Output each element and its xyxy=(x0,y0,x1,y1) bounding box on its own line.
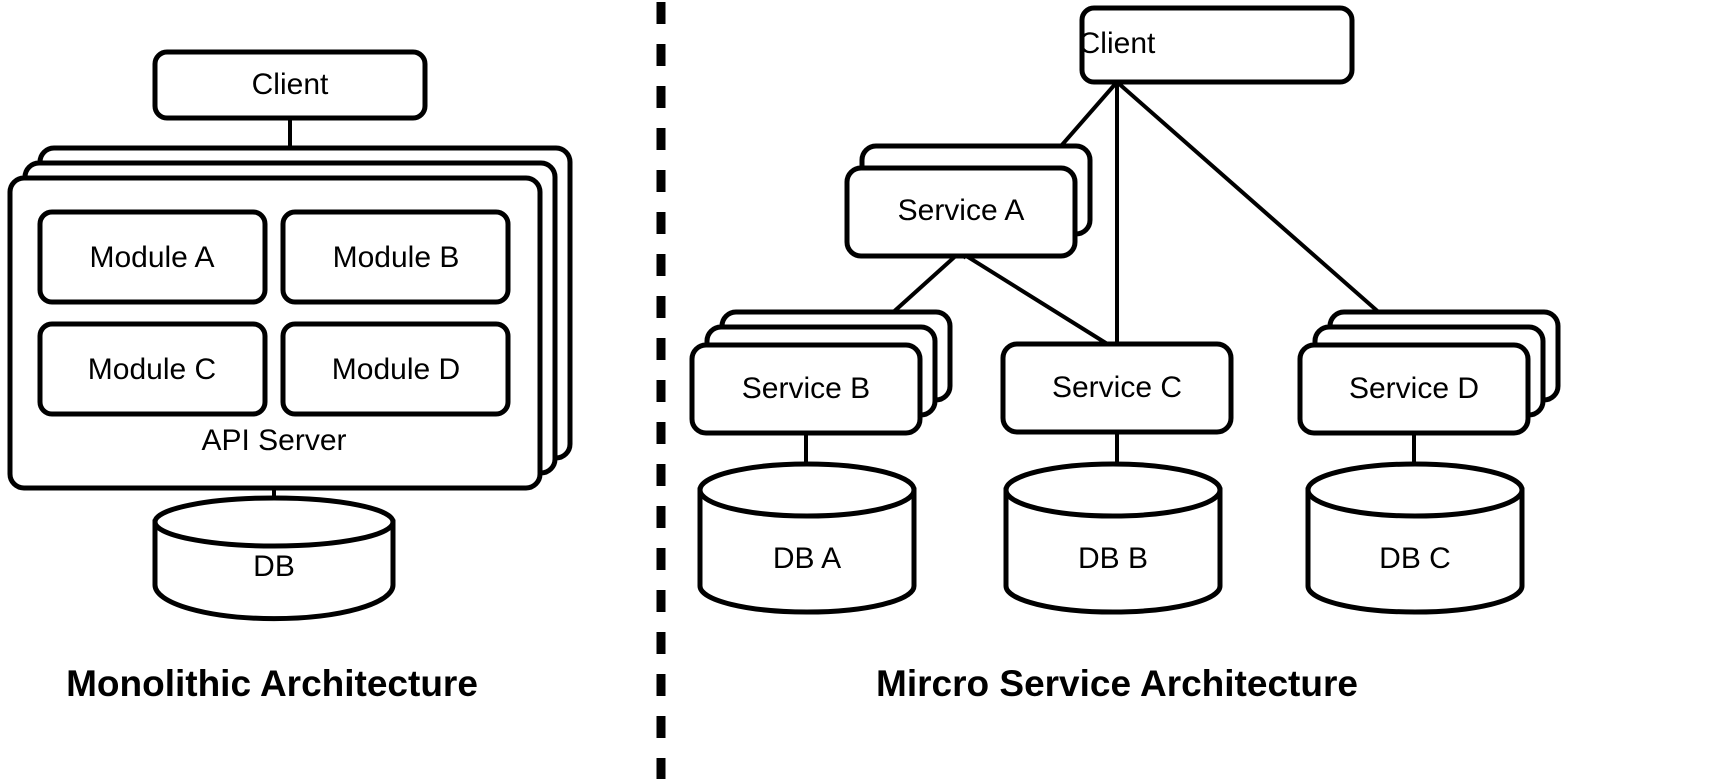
db-label-left: DB xyxy=(253,550,295,583)
db-cylinder-left[interactable] xyxy=(152,495,396,622)
client-label-right: Client xyxy=(1079,27,1156,60)
module-d-box[interactable] xyxy=(280,321,511,417)
service-d-label: Service D xyxy=(1349,372,1479,405)
db-c-label: DB C xyxy=(1379,542,1451,575)
caption-microservice: Mircro Service Architecture xyxy=(876,663,1358,704)
client-label-left: Client xyxy=(252,68,329,101)
db-b-cylinder[interactable] xyxy=(1003,461,1223,615)
client-box-right[interactable] xyxy=(1079,5,1355,85)
service-c-label: Service C xyxy=(1052,371,1182,404)
db-b-label: DB B xyxy=(1078,542,1148,575)
module-a-label: Module A xyxy=(89,241,214,274)
db-c-cylinder[interactable] xyxy=(1305,461,1525,615)
service-a-box[interactable] xyxy=(844,165,1078,259)
api-server-label: API Server xyxy=(201,424,346,457)
module-b-label: Module B xyxy=(333,241,460,274)
connector-client-to-service-d xyxy=(1115,80,1426,354)
module-c-label: Module C xyxy=(88,353,216,386)
db-a-cylinder[interactable] xyxy=(697,461,917,615)
module-a-box[interactable] xyxy=(37,209,268,305)
db-a-label: DB A xyxy=(773,542,841,575)
module-c-box[interactable] xyxy=(37,321,268,417)
caption-monolithic: Monolithic Architecture xyxy=(66,663,478,704)
module-b-box[interactable] xyxy=(280,209,511,305)
monolithic-panel: Module A Module B Module C Module D API … xyxy=(7,49,573,704)
module-d-label: Module D xyxy=(332,353,460,386)
connector-service-a-to-service-c xyxy=(958,250,1119,352)
microservice-panel: Service A Service B Service C Service D … xyxy=(689,5,1561,704)
service-a-label: Service A xyxy=(898,194,1025,227)
client-box-left[interactable] xyxy=(152,49,428,121)
service-b-label: Service B xyxy=(742,372,870,405)
